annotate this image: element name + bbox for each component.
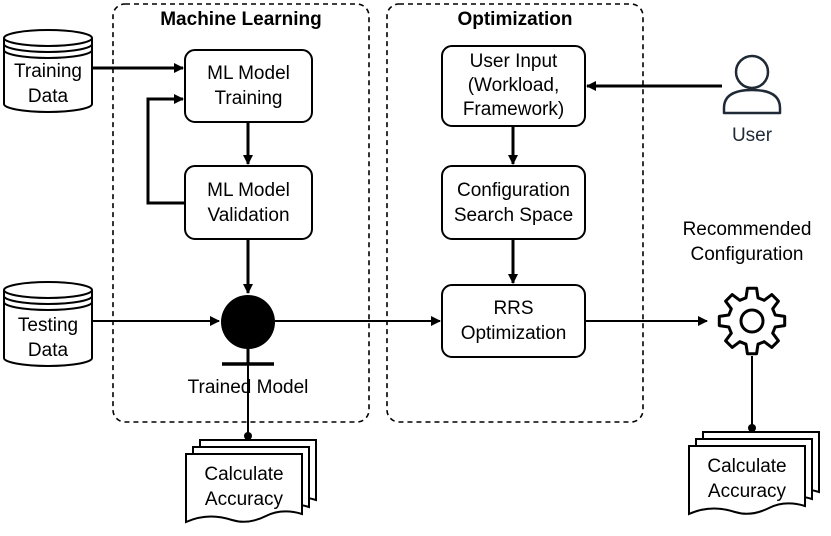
opt-group-box (386, 3, 644, 423)
testing-data-cylinder (3, 281, 93, 367)
ml-validation-label: ML Model Validation (207, 180, 290, 226)
connector-dot-right (748, 424, 756, 432)
left-document-stack (185, 439, 317, 524)
connector-dot-left (244, 432, 252, 440)
search-space-label: Configuration Search Space (453, 180, 574, 226)
user-label: User (731, 125, 773, 146)
opt-group-title: Optimization (457, 9, 573, 30)
arrow-validation-feedback (146, 94, 185, 205)
user-icon (722, 54, 782, 115)
testing-data-label: Testing Data (17, 315, 79, 361)
trained-model-label: Trained Model (187, 377, 309, 398)
rrs-label: RRS Optimization (460, 298, 567, 344)
ml-training-label: ML Model Training (207, 63, 290, 109)
left-doc-label: Calculate Accuracy (204, 464, 284, 510)
gear-icon (717, 286, 787, 356)
training-data-cylinder (3, 29, 93, 113)
training-data-label: Training Data (14, 61, 82, 107)
right-doc-label: Calculate Accuracy (707, 456, 787, 502)
model-node-icon (221, 295, 275, 366)
right-document-stack (688, 431, 820, 516)
ml-group-title: Machine Learning (160, 9, 322, 30)
user-input-label: User Input (Workload, Framework) (462, 51, 565, 120)
recommended-config-label: Recommended Configuration (682, 219, 812, 265)
ml-group-box (112, 3, 370, 423)
